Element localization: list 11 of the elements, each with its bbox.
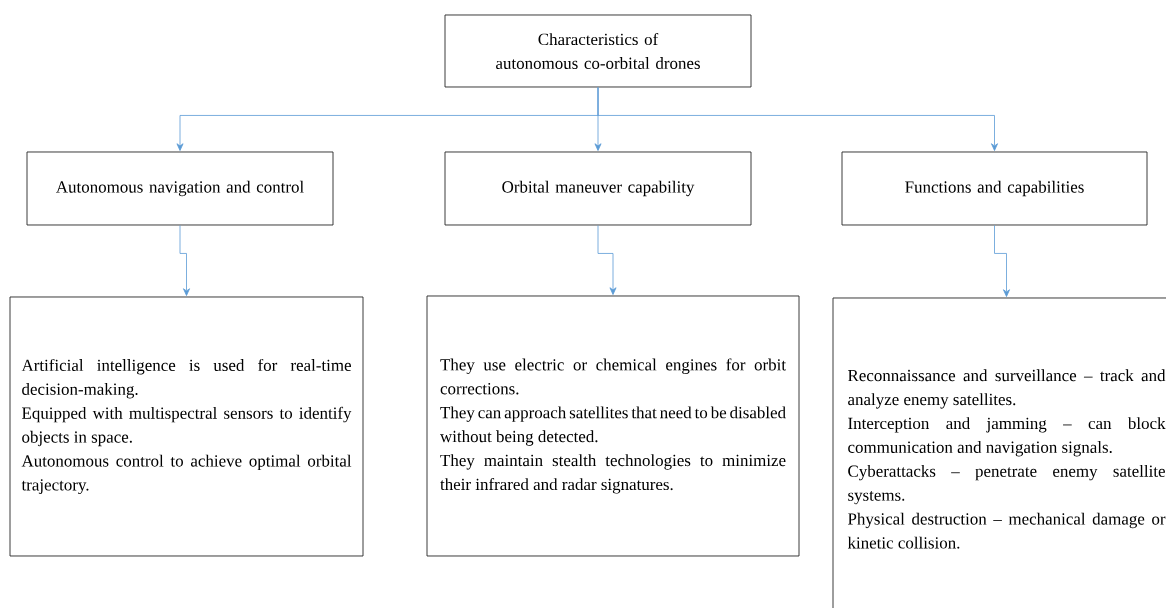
arrow xyxy=(179,225,190,296)
arrow xyxy=(597,87,998,151)
category-box: Autonomous navigation and control xyxy=(26,151,334,226)
arrow xyxy=(994,225,1010,297)
description-box: Artificial intelligence is used for real-time decision-making. Equipped with multispectral sensors to identify objects in space. Autonomous control to achieve optimal orbital trajectory. xyxy=(9,296,364,557)
title-box: Characteristics of autonomous co-orbital drones xyxy=(444,14,752,88)
description-box: Reconnaissance and surveillance – track and analyze enemy satellites. Interception and jamming – can block communication and navigation signals. Cyberattacks – penetrate enemy satellite systems. Physical destruction – mechanical damage or kinetic collision. xyxy=(832,297,1166,608)
arrow xyxy=(597,225,617,295)
category-box: Functions and capabilities xyxy=(841,151,1148,226)
description-box: They use electric or chemical engines for orbit corrections. They can approach satellites that need to be disabled without being detected. They maintain stealth technologies to minimize their infrared and radar signatures. xyxy=(426,295,800,557)
category-box: Orbital maneuver capability xyxy=(444,151,752,226)
